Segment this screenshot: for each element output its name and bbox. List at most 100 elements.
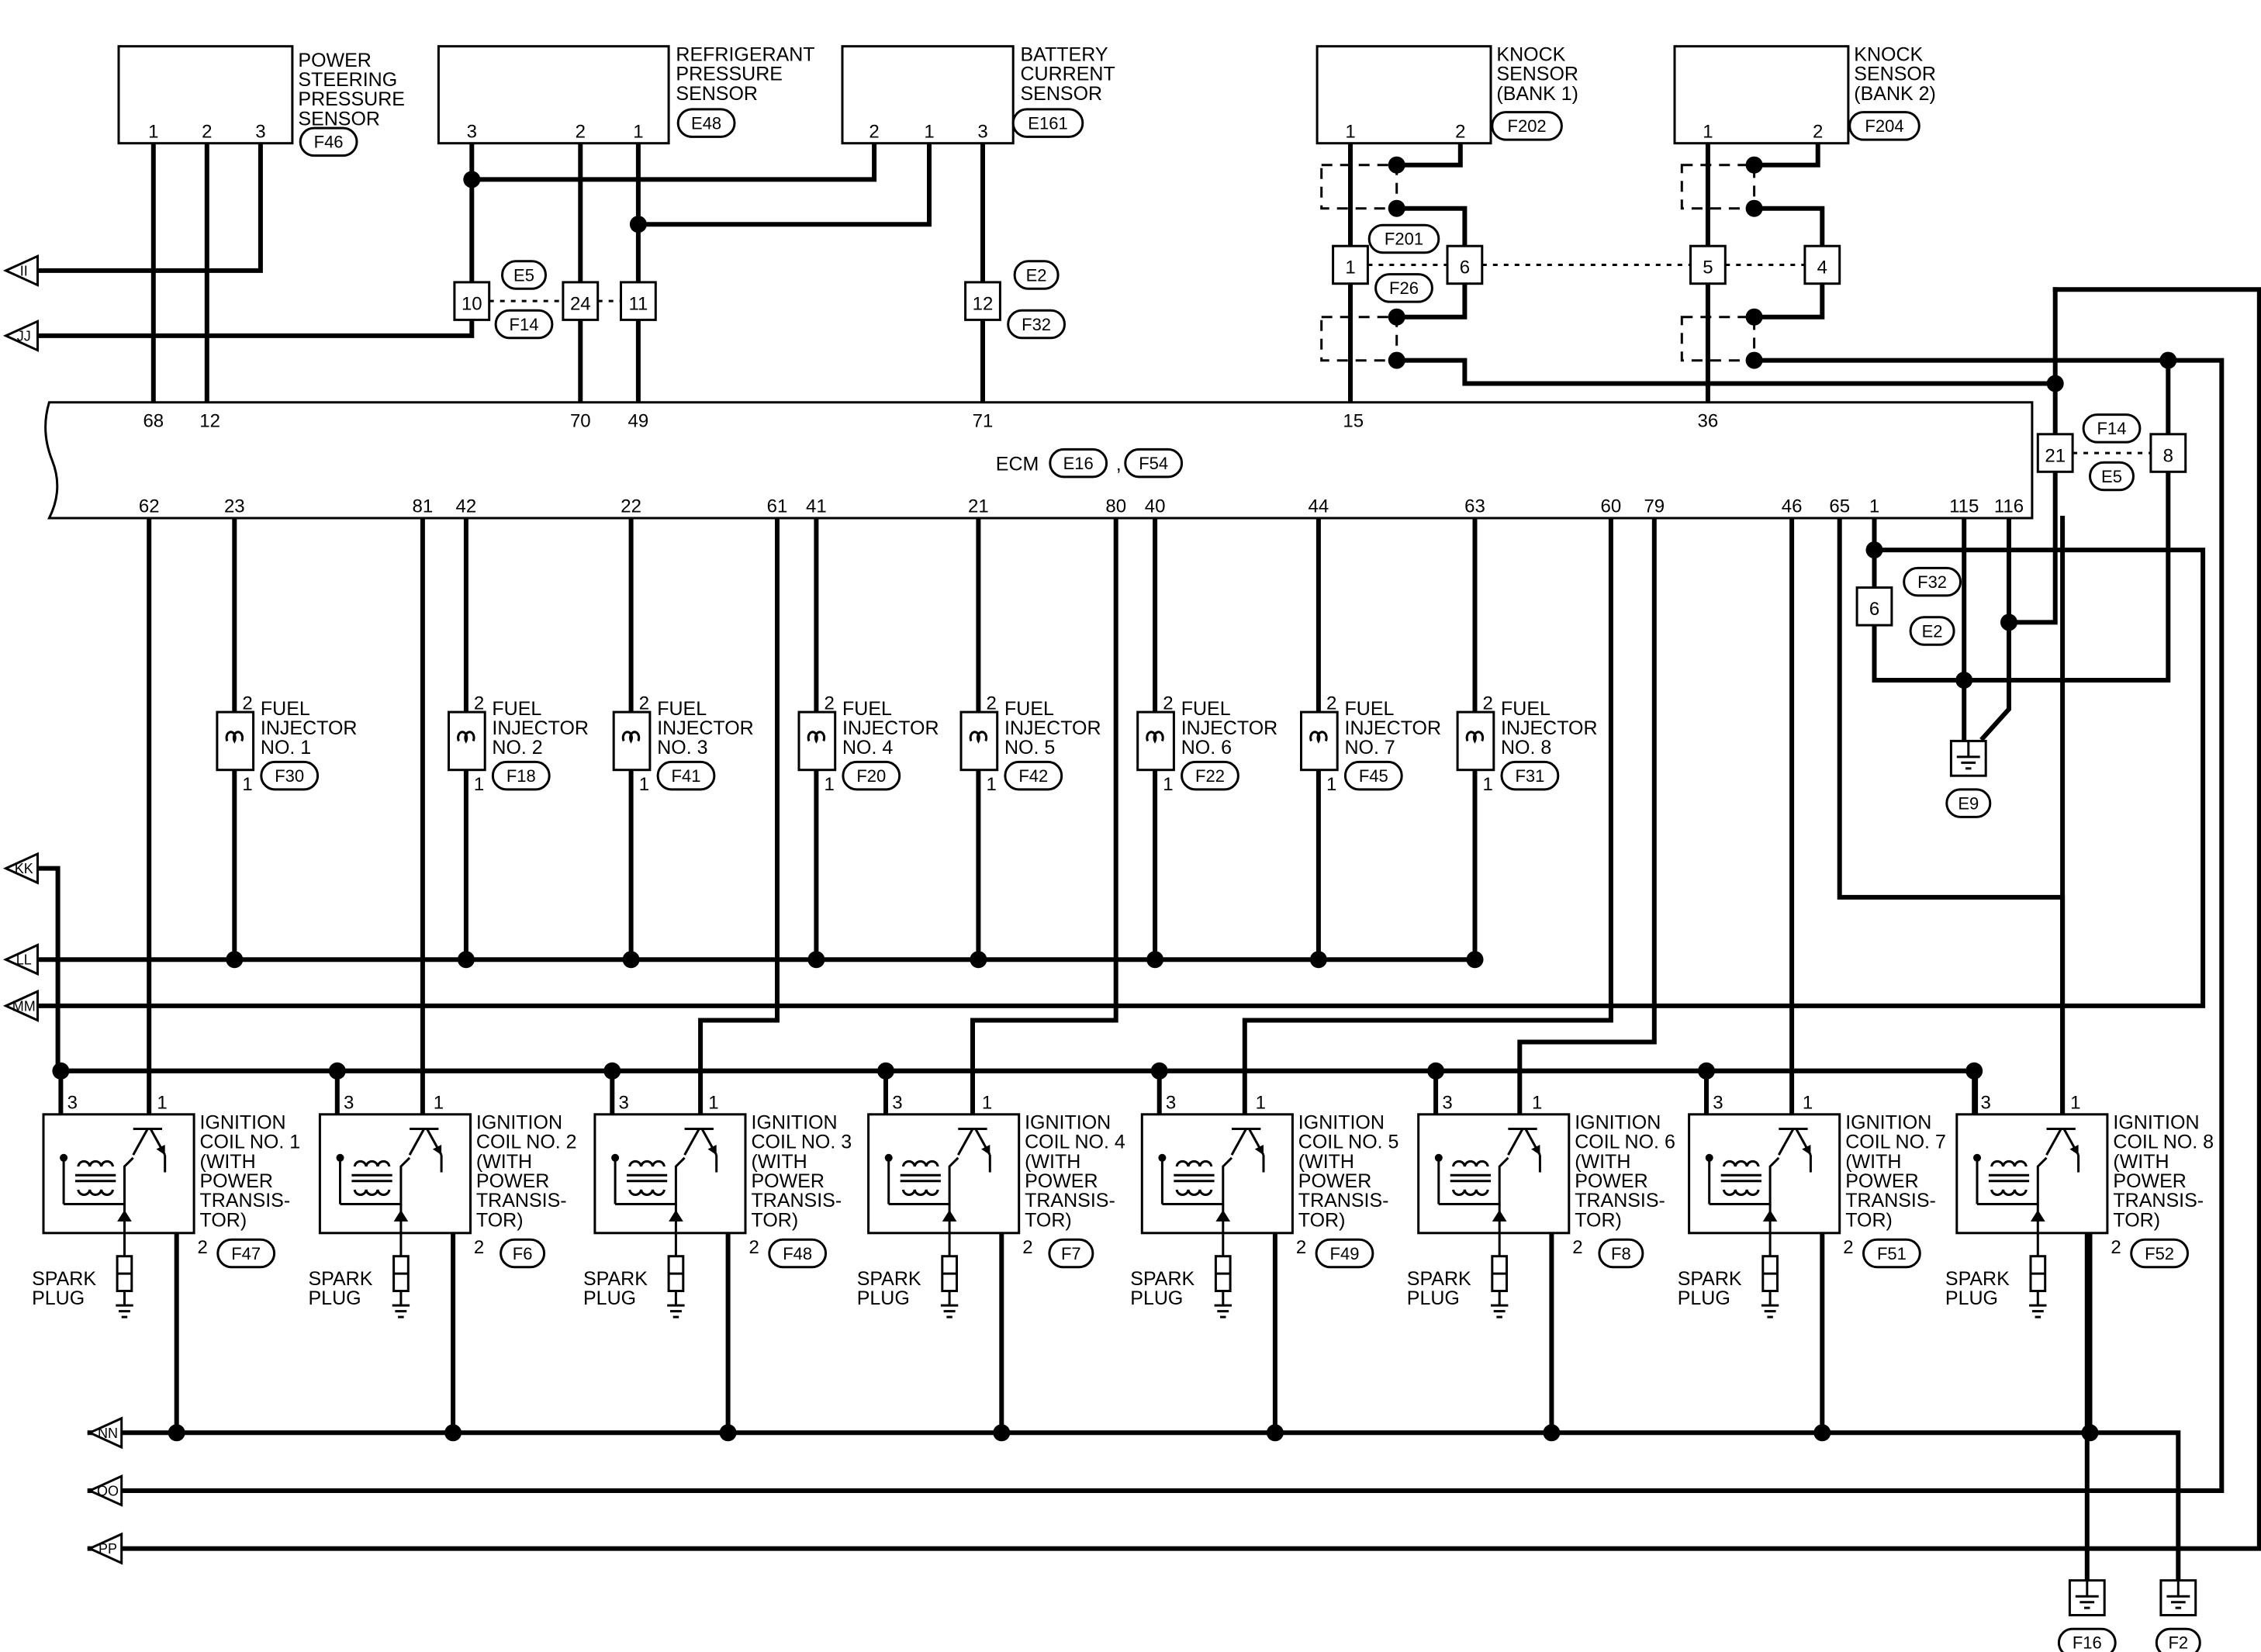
connector-tag bbox=[1007, 309, 1066, 340]
ecm-bottom-pin: 21 bbox=[968, 496, 989, 517]
connector-tag bbox=[1909, 616, 1955, 646]
ignition-coil-3-name-line: (WITH bbox=[752, 1151, 807, 1173]
ignition-coil-1-name-line: TRANSIS- bbox=[200, 1190, 291, 1211]
sensor-pin: 1 bbox=[148, 121, 158, 142]
ecm-bottom-pin: 62 bbox=[139, 496, 160, 517]
junction-dot bbox=[463, 171, 481, 188]
transistor-collector bbox=[683, 1128, 700, 1156]
connector-tag bbox=[2082, 413, 2142, 444]
diode-symbol bbox=[669, 1210, 683, 1222]
sensor-pin: 3 bbox=[467, 121, 477, 142]
wire-knock2-2 bbox=[1751, 140, 1820, 168]
fuel-injector-1 bbox=[216, 710, 255, 772]
connector-tag-label: F31 bbox=[1515, 766, 1544, 786]
ps-sensor-name-line: POWER bbox=[298, 50, 371, 71]
ecm-bottom-pin: 79 bbox=[1644, 496, 1665, 517]
transistor-collector bbox=[2045, 1128, 2062, 1156]
injector-pin: 2 bbox=[474, 693, 484, 714]
ignition-coil-3-name-line: TRANSIS- bbox=[752, 1190, 842, 1211]
ground-connector-tag bbox=[2057, 1627, 2117, 1652]
secondary-winding bbox=[1722, 1189, 1760, 1197]
connector-tag bbox=[1903, 566, 1962, 597]
coil-internal-wire bbox=[64, 1156, 134, 1205]
connector-tag bbox=[216, 1238, 276, 1269]
ignition-coil-6-name-line: TOR) bbox=[1575, 1209, 1622, 1231]
coil-internal-wire bbox=[1438, 1156, 1509, 1205]
harness-pin-box bbox=[1689, 244, 1727, 285]
transistor-collector bbox=[132, 1128, 149, 1156]
connector-tag bbox=[1049, 448, 1108, 479]
ecm-top-pin: 70 bbox=[570, 411, 591, 432]
ignition-coil-4-name-line: IGNITION bbox=[1025, 1112, 1111, 1134]
connector-tag-label: F2 bbox=[2168, 1633, 2188, 1652]
ecm-top-pin: 68 bbox=[143, 411, 164, 432]
knock-sensor-2-name-line: (BANK 2) bbox=[1854, 83, 1936, 105]
harness-pin-number: 10 bbox=[462, 293, 482, 314]
ecm-bottom-pin: 116 bbox=[1994, 496, 2024, 517]
spark-plug-label-line: SPARK bbox=[1678, 1268, 1742, 1290]
injector-8-name-line: INJECTOR bbox=[1501, 717, 1598, 739]
connector-tag-label: F47 bbox=[231, 1244, 261, 1263]
sensor-pin: 1 bbox=[633, 121, 643, 142]
refrigerant-pressure-sensor bbox=[437, 45, 670, 145]
coil-pin: 2 bbox=[1296, 1237, 1306, 1258]
injector-1-name-line: INJECTOR bbox=[261, 717, 358, 739]
diode-symbol bbox=[1492, 1210, 1507, 1222]
primary-winding bbox=[1452, 1160, 1489, 1167]
injector-coil-symbol bbox=[621, 731, 641, 744]
harness-pin-number: 11 bbox=[628, 293, 648, 314]
coil-pin: 1 bbox=[982, 1092, 992, 1113]
transistor-arrow bbox=[1531, 1145, 1540, 1156]
connector-tag bbox=[1048, 1238, 1094, 1269]
offpage-oo bbox=[87, 1474, 123, 1507]
coil-pin: 1 bbox=[2070, 1092, 2080, 1113]
junction-dot bbox=[629, 216, 647, 233]
connector-tag-label: E5 bbox=[513, 265, 534, 285]
connector-tag-label: E161 bbox=[1028, 113, 1067, 133]
connector-tag bbox=[1862, 1238, 1921, 1269]
ignition-coil-4-name-line: TOR) bbox=[1025, 1209, 1072, 1231]
connector-tag bbox=[500, 1238, 546, 1269]
ignition-coil-6-name-line: IGNITION bbox=[1575, 1112, 1661, 1134]
sensor-pin: 2 bbox=[576, 121, 586, 142]
injector-pin: 1 bbox=[242, 774, 252, 795]
connector-tag-label: F32 bbox=[1022, 315, 1051, 334]
ecm-top-pin: 15 bbox=[1343, 411, 1364, 432]
battery-sensor-name-line: CURRENT bbox=[1021, 64, 1115, 85]
fuel-injector-4 bbox=[797, 710, 837, 772]
spark-plug-label-line: PLUG bbox=[583, 1287, 636, 1309]
ignition-coil-3-name-line: TOR) bbox=[752, 1209, 799, 1231]
ignition-coil-1-name-line: TOR) bbox=[200, 1209, 247, 1231]
offpage-jj bbox=[2, 319, 39, 352]
injector-coil-symbol bbox=[1309, 731, 1328, 744]
wire-coil-4-trigger bbox=[970, 516, 1118, 1132]
offpage-nn bbox=[87, 1416, 123, 1450]
harness-pin-box bbox=[964, 281, 1001, 321]
connector-tag bbox=[491, 760, 551, 791]
knock1-shield-upper bbox=[1320, 164, 1398, 210]
knock2-shield-lower bbox=[1680, 316, 1756, 362]
transistor-collector bbox=[1230, 1128, 1247, 1156]
sensor-pin: 3 bbox=[255, 121, 265, 142]
offpage-label: OO bbox=[97, 1484, 119, 1499]
connector-tag-label: F204 bbox=[1865, 116, 1903, 136]
connector-tag-label: F22 bbox=[1195, 766, 1225, 786]
knock-sensor-2-name-line: KNOCK bbox=[1854, 43, 1923, 65]
connector-tag bbox=[260, 760, 320, 791]
offpage-label: MM bbox=[12, 998, 36, 1014]
connector-tag bbox=[501, 260, 547, 290]
ecm-top-pin: 71 bbox=[973, 411, 994, 432]
ignition-coil-1-name-line: IGNITION bbox=[200, 1112, 286, 1134]
ignition-coil-4 bbox=[867, 1113, 1021, 1235]
spark-plug-label-line: SPARK bbox=[857, 1268, 921, 1290]
ignition-coil-7 bbox=[1688, 1113, 1841, 1235]
connector-tag-label: F32 bbox=[1917, 572, 1947, 592]
injector-2-name-line: FUEL bbox=[492, 698, 541, 720]
ignition-coil-1-name-line: (WITH bbox=[200, 1151, 256, 1173]
diode-symbol bbox=[2031, 1210, 2045, 1222]
coil-pin: 2 bbox=[749, 1237, 759, 1258]
connector-tag bbox=[2130, 1238, 2189, 1269]
spark-plug-label-line: PLUG bbox=[309, 1287, 361, 1309]
connector-tag-label: F42 bbox=[1018, 766, 1048, 786]
transistor-arrow bbox=[2069, 1145, 2079, 1156]
